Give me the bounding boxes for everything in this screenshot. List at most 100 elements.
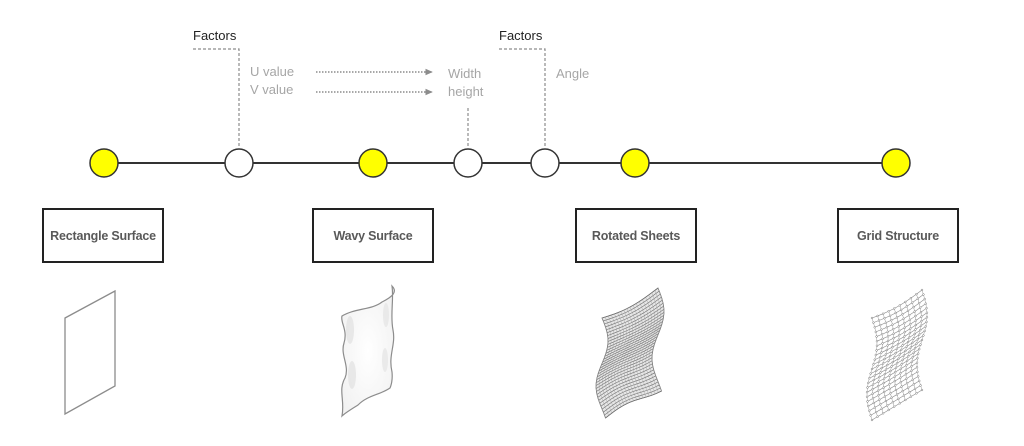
mesh-column-line xyxy=(651,287,665,392)
lattice-node xyxy=(892,341,895,344)
mesh-column-line xyxy=(598,316,612,416)
lattice-node xyxy=(869,372,872,375)
lattice-row xyxy=(867,357,918,388)
lattice-node xyxy=(891,323,894,326)
lattice-node xyxy=(919,311,923,314)
lattice-node xyxy=(872,401,875,405)
lattice-node xyxy=(882,377,886,380)
lattice-row xyxy=(873,335,924,365)
lattice-node xyxy=(887,359,890,362)
lattice-node xyxy=(894,388,898,392)
mesh-column-line xyxy=(648,290,662,393)
lattice-node xyxy=(907,314,911,317)
lattice-node xyxy=(874,410,878,414)
lattice-node xyxy=(924,302,927,305)
lattice-node xyxy=(900,308,903,312)
flat-rectangle-surface-icon xyxy=(64,289,116,416)
lattice-node xyxy=(883,357,886,361)
lattice-row xyxy=(871,389,923,421)
lattice-node xyxy=(881,412,885,415)
lattice-node xyxy=(912,337,915,340)
lattice-node xyxy=(877,385,880,388)
mesh-column-line xyxy=(595,317,609,419)
lattice-node xyxy=(891,401,894,404)
lattice-node xyxy=(896,343,900,346)
lattice-node xyxy=(890,396,893,399)
lattice-row xyxy=(869,380,920,411)
lattice-node xyxy=(877,380,880,383)
lattice-node xyxy=(905,377,908,380)
lattice-node xyxy=(899,381,902,384)
lattice-node xyxy=(875,349,878,352)
lattice-node xyxy=(879,323,882,327)
stage-box-rotated-sheets: Rotated Sheets xyxy=(575,208,697,263)
lattice-node xyxy=(905,305,908,308)
mesh-column-line xyxy=(623,306,637,401)
lattice-node xyxy=(897,338,900,341)
lattice-node xyxy=(885,326,889,329)
lattice-node xyxy=(925,316,929,319)
lattice-node xyxy=(886,330,889,333)
lattice-node xyxy=(905,382,909,385)
lattice-node xyxy=(915,342,918,345)
lattice-node xyxy=(904,368,908,371)
lattice-node xyxy=(872,321,875,324)
lattice-node xyxy=(886,339,890,343)
lattice-node xyxy=(905,359,909,362)
lattice-node xyxy=(890,350,893,353)
mesh-column-line xyxy=(639,297,652,397)
lattice-node xyxy=(883,372,887,376)
lattice-node xyxy=(925,307,928,310)
lattice-node xyxy=(884,353,887,356)
lattice-node xyxy=(882,386,885,389)
lattice-node xyxy=(923,329,926,333)
lattice-node xyxy=(918,379,921,383)
lattice-node xyxy=(898,304,901,307)
lattice-node xyxy=(877,389,880,392)
lattice-node xyxy=(888,314,892,317)
lattice-node xyxy=(879,355,882,359)
lattice-node xyxy=(893,356,896,359)
milestone-node-wavy-surface xyxy=(358,148,388,178)
factors-label-1: Factors xyxy=(193,28,237,43)
lattice-node xyxy=(890,365,893,368)
lattice-node xyxy=(892,332,895,335)
lattice-node xyxy=(909,346,913,349)
lattice-row xyxy=(869,348,920,379)
stage-label: Rotated Sheets xyxy=(591,228,681,243)
lattice-node xyxy=(884,399,888,403)
angle-label: Angle xyxy=(556,66,590,81)
lattice-row xyxy=(875,326,926,356)
lattice-node xyxy=(871,383,875,386)
lattice-node xyxy=(898,353,901,356)
lattice-node xyxy=(873,358,876,361)
input-node-width-height xyxy=(453,148,483,178)
lattice-node xyxy=(914,328,917,331)
lattice-node xyxy=(893,405,896,408)
lattice-node xyxy=(910,365,913,368)
v-value-label: V value xyxy=(250,82,294,97)
lattice-node xyxy=(871,397,875,400)
lattice-node xyxy=(895,316,899,319)
lattice-row xyxy=(868,376,919,407)
lattice-node xyxy=(894,311,897,315)
lattice-node xyxy=(871,388,874,391)
lattice-row xyxy=(874,298,925,328)
lattice-node xyxy=(882,390,886,394)
grid-structure-lattice-icon xyxy=(865,288,929,422)
lattice-node xyxy=(912,305,915,309)
stage-label: Rectangle Surface xyxy=(50,228,156,243)
rotated-sheets-mesh-icon xyxy=(595,287,665,419)
lattice-node xyxy=(880,346,884,350)
lattice-node xyxy=(920,388,924,392)
lattice-node xyxy=(894,384,897,387)
lattice-node xyxy=(865,391,869,394)
lattice-row xyxy=(871,339,923,370)
lattice-node xyxy=(897,325,900,328)
lattice-node xyxy=(866,386,869,389)
lattice-node xyxy=(918,347,921,351)
lattice-node xyxy=(875,335,878,338)
lattice-node xyxy=(914,319,917,322)
lattice-node xyxy=(880,328,883,331)
